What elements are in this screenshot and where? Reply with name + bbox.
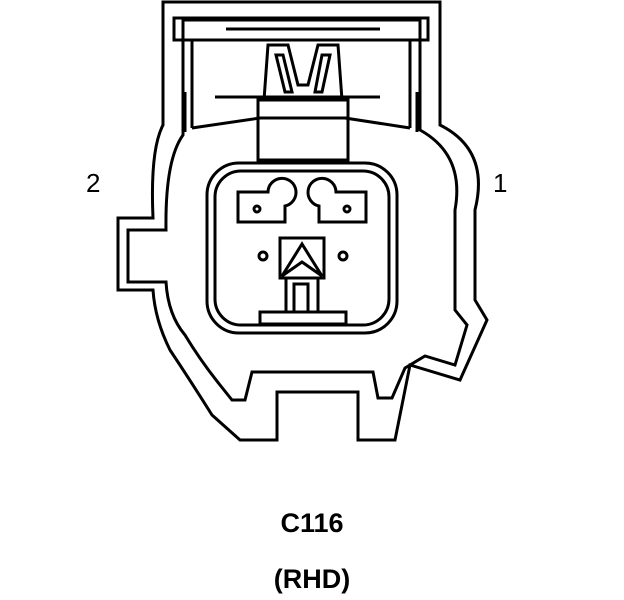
- latch-bar: [172, 16, 430, 42]
- connector-id: C116: [280, 508, 344, 538]
- locking-tab: [262, 43, 344, 102]
- terminal-cavity: [205, 161, 399, 335]
- terminal-pin-2: [236, 176, 298, 224]
- connector-housing-inner: [126, 18, 469, 402]
- pin-label-2: 2: [86, 168, 101, 198]
- connector-housing-outer: [116, 0, 489, 442]
- connector-variant: (RHD): [273, 564, 351, 594]
- pin-label-1: 1: [493, 168, 508, 198]
- polarization-key: [278, 236, 326, 280]
- terminal-pin-1: [306, 176, 368, 224]
